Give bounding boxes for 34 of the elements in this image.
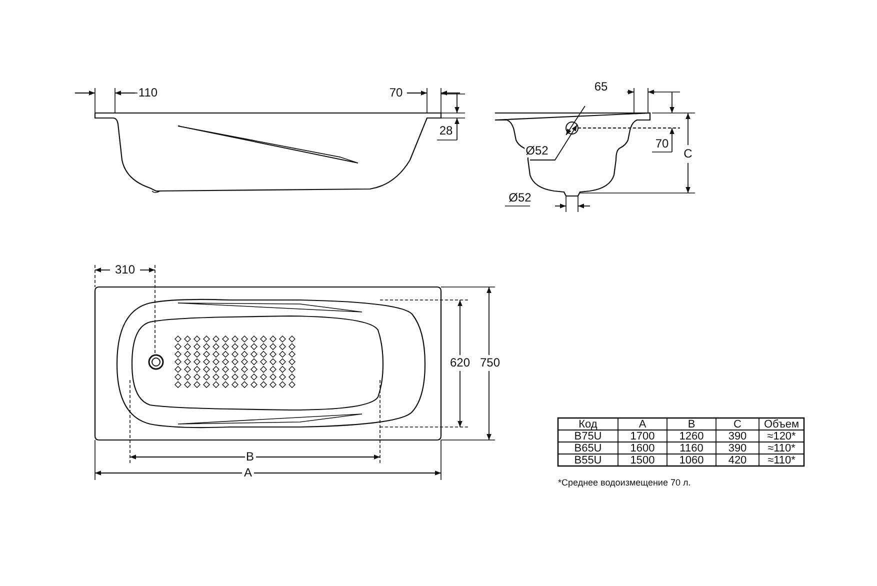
footnote: *Среднее водоизмещение 70 л. xyxy=(557,476,692,490)
dimension-label: 65 xyxy=(593,80,609,94)
table-value: 420 xyxy=(728,455,747,466)
table-value: B75U xyxy=(574,431,602,442)
table-value: ≈110* xyxy=(768,443,796,454)
table-header: B xyxy=(688,419,696,430)
table-value: B55U xyxy=(574,455,602,466)
dimension-label: C xyxy=(682,148,694,160)
dimension-label: B xyxy=(245,450,255,464)
table-value: 1060 xyxy=(679,455,704,466)
dimension-label: 750 xyxy=(478,356,502,370)
table-value: 390 xyxy=(728,443,747,454)
table-value: ≈120* xyxy=(767,431,796,442)
table-value: 390 xyxy=(728,431,747,442)
table-header: Код xyxy=(578,419,598,430)
table-value: ≈110* xyxy=(768,455,796,466)
table-value: 1160 xyxy=(680,443,704,454)
dimension-label: 310 xyxy=(114,264,136,276)
dimension-label: 70 xyxy=(388,86,404,100)
dimension-label: Ø52 xyxy=(524,144,550,158)
dimension-label: Ø52 xyxy=(508,192,532,204)
table-header: A xyxy=(638,419,646,430)
dimension-label: A xyxy=(243,466,253,480)
table-value: B65U xyxy=(574,443,602,454)
table-header: Объем xyxy=(764,419,800,430)
dimension-label: 620 xyxy=(448,356,472,370)
dimension-label: 28 xyxy=(438,124,454,138)
dimension-label: 110 xyxy=(137,86,159,100)
dimension-label: 70 xyxy=(654,138,670,150)
table-value: 1700 xyxy=(630,431,655,442)
table-value: 1600 xyxy=(630,443,655,454)
table-header: C xyxy=(734,419,742,430)
table-value: 1500 xyxy=(630,455,655,466)
table-value: 1260 xyxy=(679,431,704,442)
